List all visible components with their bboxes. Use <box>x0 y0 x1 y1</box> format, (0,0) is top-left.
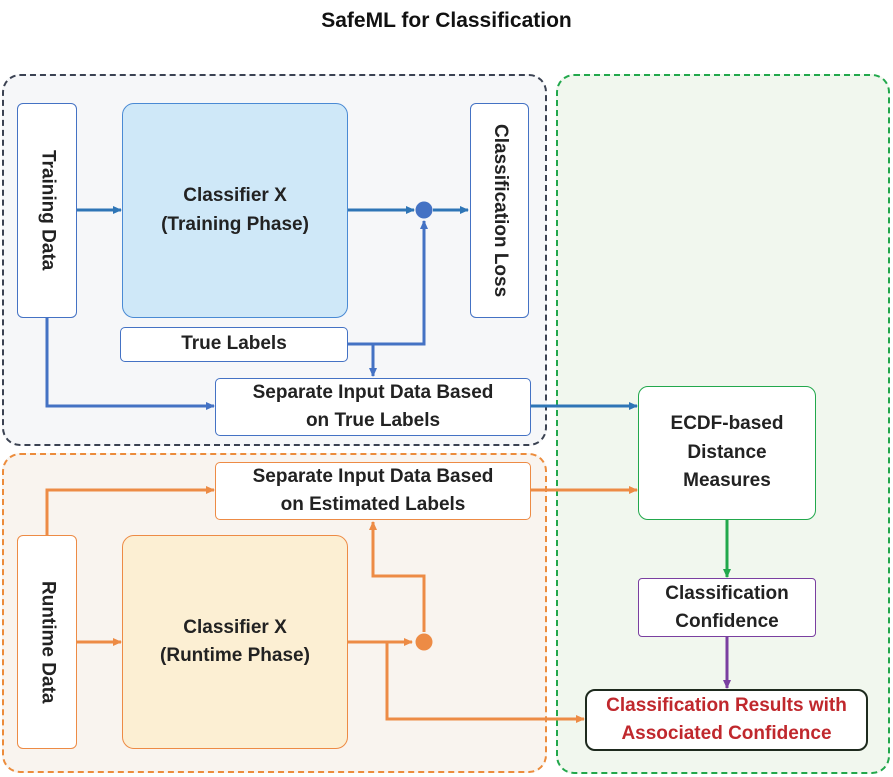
classification-confidence-box: Classification Confidence <box>638 578 816 637</box>
arrow-junction-to-separator-estimated <box>369 521 426 632</box>
classification-loss-label: Classification Loss <box>489 123 511 298</box>
separate-estimated-line1: Separate Input Data Based <box>252 466 494 488</box>
diagram-title: SafeML for Classification <box>321 9 572 32</box>
classifier-runtime-line1: Classifier X <box>183 616 287 638</box>
confidence-line1: Classification <box>665 582 789 604</box>
training-junction <box>415 201 433 219</box>
ecdf-line3: Measures <box>683 470 771 492</box>
classifier-runtime-box: Classifier X (Runtime Phase) <box>122 535 348 749</box>
arrow-classifier-to-results <box>385 642 585 723</box>
separate-true-labels-box: Separate Input Data Based on True Labels <box>215 378 531 436</box>
results-line1: Classification Results with <box>606 695 847 717</box>
runtime-data-box: Runtime Data <box>17 535 77 749</box>
classifier-runtime-line2: (Runtime Phase) <box>160 645 310 666</box>
separate-estimated-labels-box: Separate Input Data Based on Estimated L… <box>215 462 531 520</box>
arrow-training-data-to-separator <box>45 318 215 410</box>
classification-loss-box: Classification Loss <box>470 103 529 318</box>
training-data-box: Training Data <box>17 103 77 318</box>
separate-true-line2: on True Labels <box>305 410 441 431</box>
runtime-junction <box>415 633 433 651</box>
training-data-label: Training Data <box>37 150 59 271</box>
results-line2: Associated Confidence <box>621 723 832 744</box>
confidence-line2: Confidence <box>675 610 779 632</box>
separate-true-line1: Separate Input Data Based <box>252 382 494 404</box>
classifier-training-line1: Classifier X <box>183 185 287 206</box>
classification-results-box: Classification Results with Associated C… <box>585 689 868 751</box>
classifier-training-line2: (Training Phase) <box>161 213 309 235</box>
arrow-runtime-data-to-separator <box>45 486 215 535</box>
ecdf-line2: Distance <box>687 441 767 463</box>
ecdf-line1: ECDF-based <box>670 413 784 435</box>
true-labels-box: True Labels <box>120 327 348 362</box>
arrow-true-labels-to-junction <box>348 220 428 346</box>
true-labels-label: True Labels <box>181 333 287 355</box>
ecdf-distance-box: ECDF-based Distance Measures <box>638 386 816 520</box>
classifier-training-box: Classifier X (Training Phase) <box>122 103 348 318</box>
separate-estimated-line2: on Estimated Labels <box>280 494 466 515</box>
runtime-data-label: Runtime Data <box>37 580 59 704</box>
